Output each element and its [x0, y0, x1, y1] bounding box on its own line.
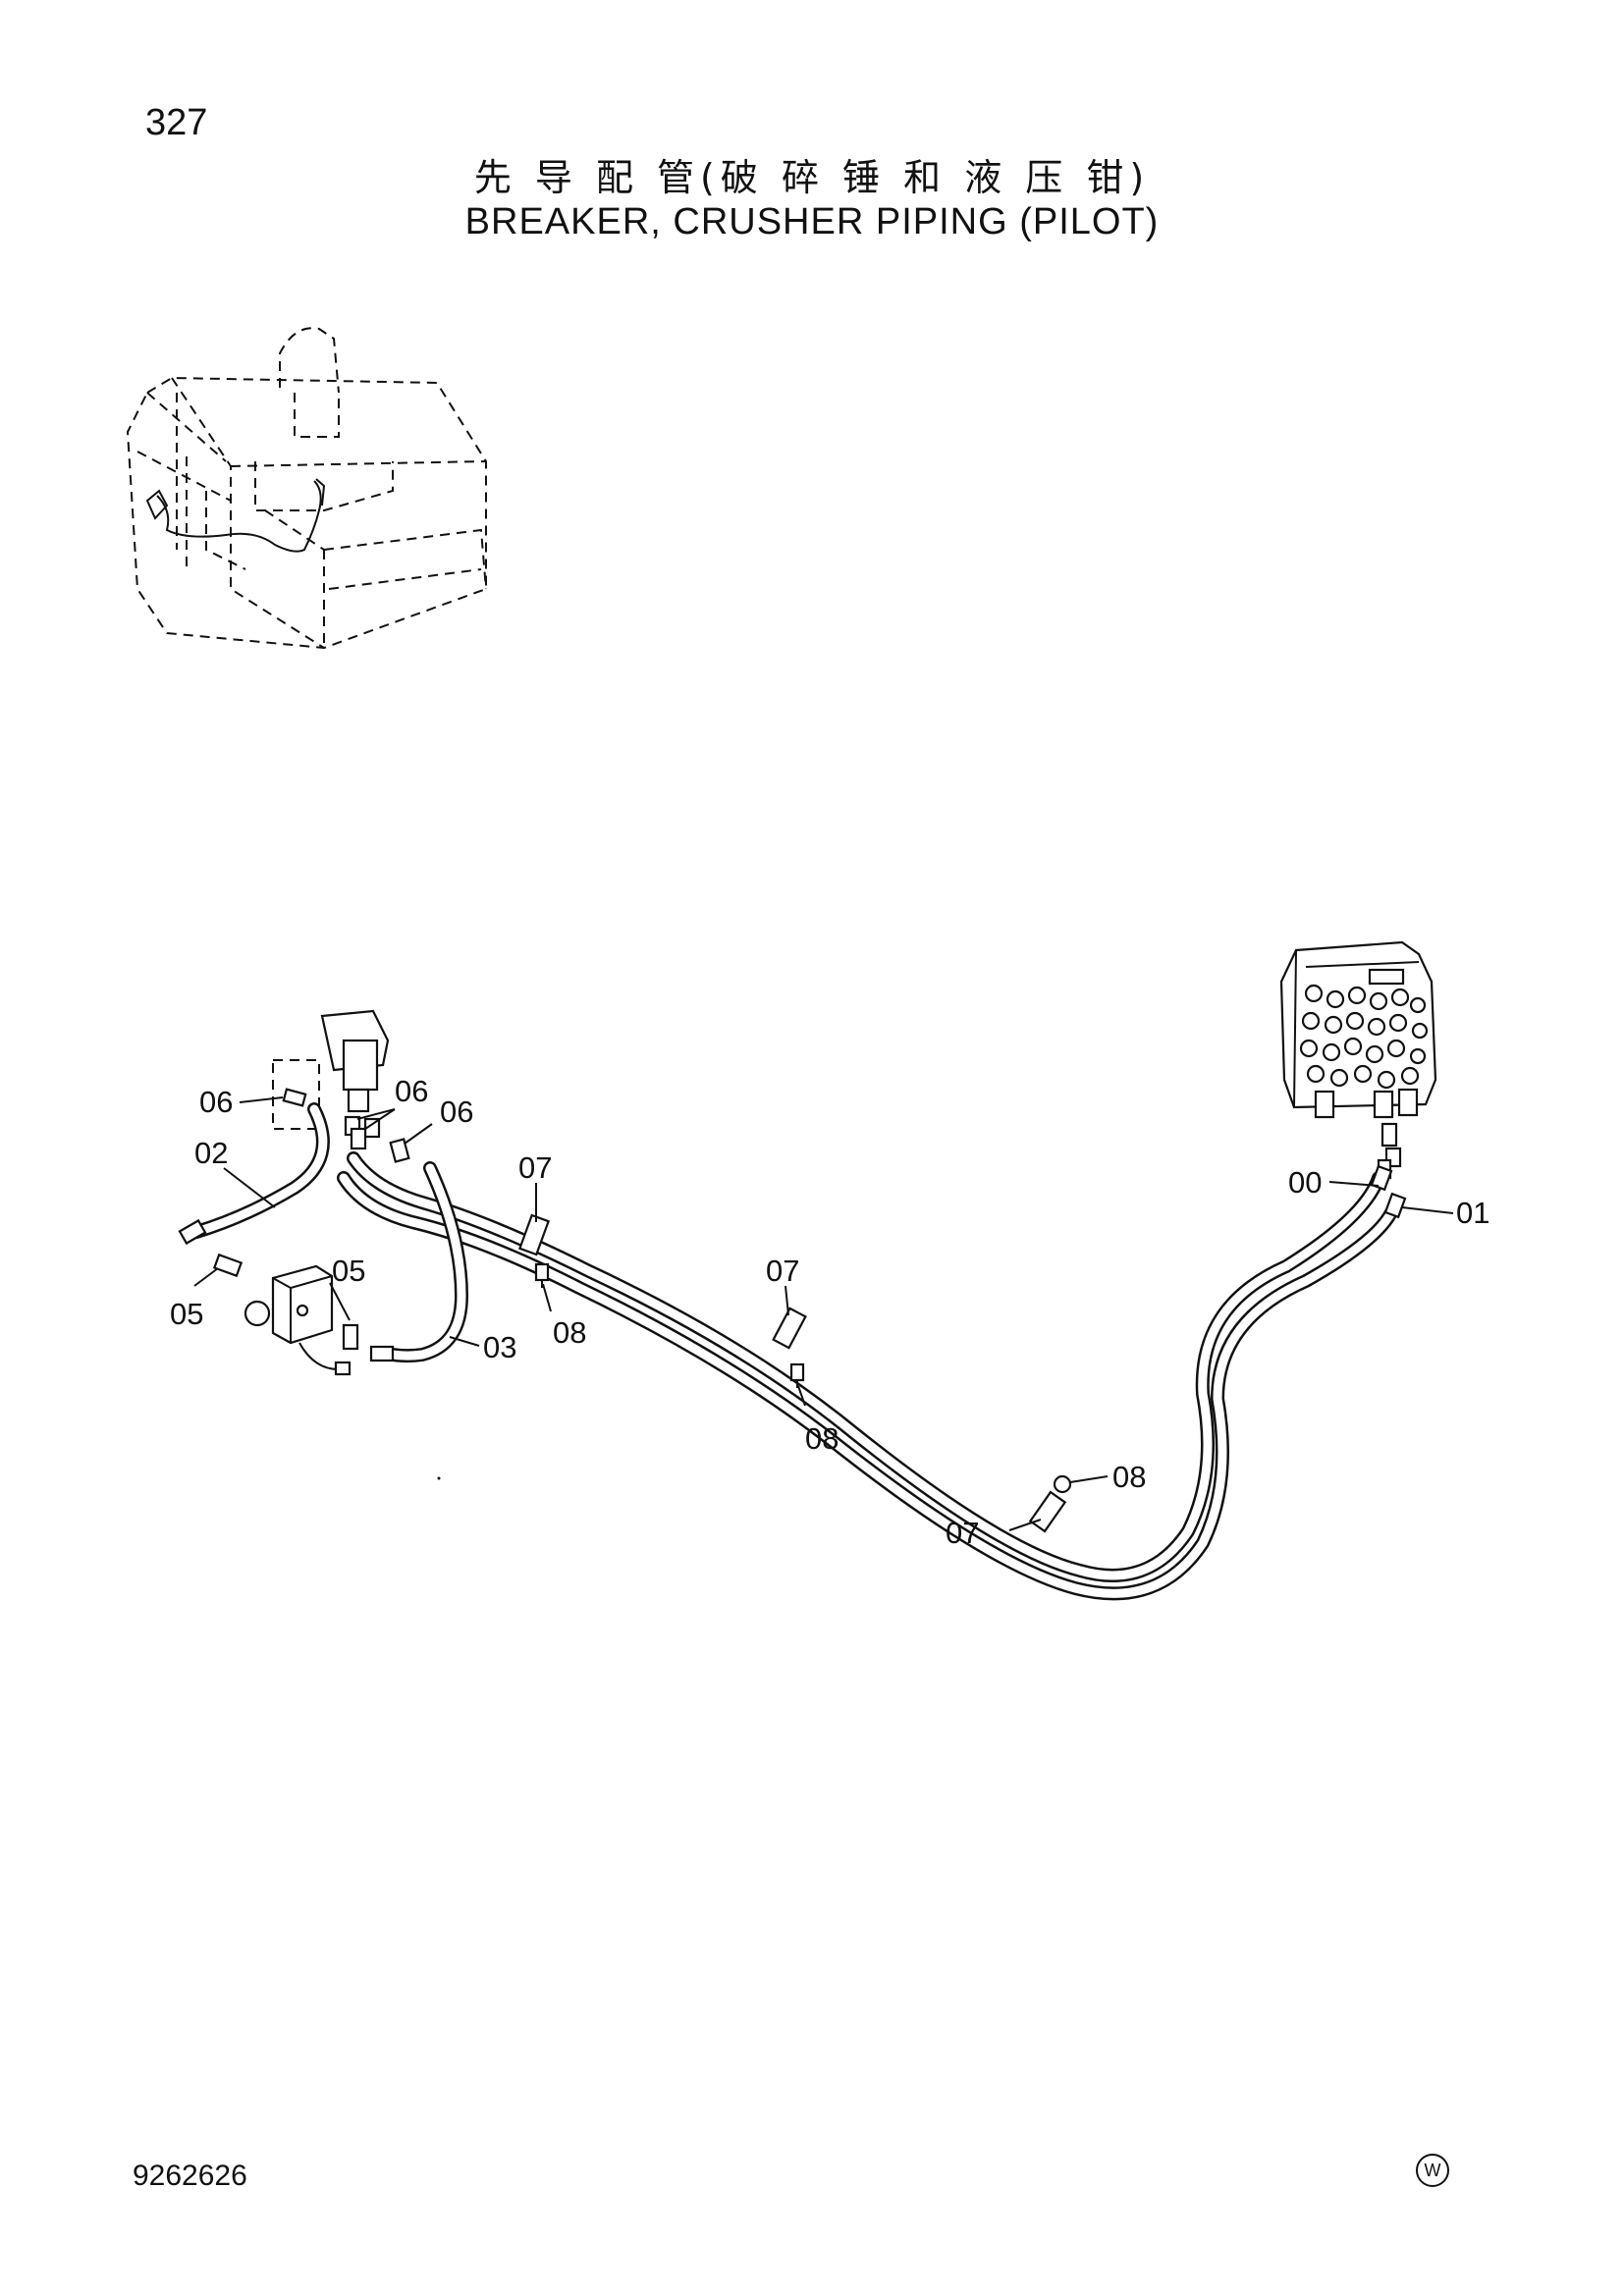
callout-07-a: 07 [518, 1150, 552, 1185]
callout-01: 01 [1456, 1196, 1489, 1230]
callout-07-b: 07 [766, 1254, 799, 1288]
title-english: BREAKER, CRUSHER PIPING (PILOT) [464, 201, 1160, 242]
clamp-07-a [517, 1213, 551, 1256]
clamp-07-b [772, 1307, 807, 1350]
bolt-08-c [1053, 1474, 1072, 1494]
main-pilot-hoses [337, 1151, 1407, 1601]
machine-location-overview [126, 327, 487, 650]
fitting-06-a [282, 1088, 307, 1107]
callout-08-a: 08 [553, 1315, 586, 1350]
clamp-07-c [1028, 1490, 1067, 1533]
page-number: 327 [145, 102, 208, 143]
pedal-switch-assembly [272, 1009, 390, 1139]
callout-05-b: 05 [332, 1254, 365, 1288]
hose-02 [178, 1102, 330, 1246]
fitting-05-b [342, 1323, 359, 1351]
callout-08-c: 08 [1112, 1460, 1146, 1494]
hose-03 [369, 1161, 469, 1363]
solenoid-valve-block [244, 1264, 352, 1376]
title-chinese: 先 导 配 管(破 碎 锤 和 液 压 钳) [473, 156, 1151, 199]
callout-06-a: 06 [199, 1085, 233, 1119]
bolt-08-b [789, 1362, 805, 1388]
document-code: 9262626 [133, 2160, 247, 2192]
callout-06-b: 06 [395, 1074, 428, 1108]
valve-port-grid [1299, 984, 1429, 1090]
callout-05-a: 05 [170, 1297, 203, 1331]
callout-08-b: 08 [805, 1421, 839, 1456]
callout-06-c: 06 [440, 1095, 473, 1129]
corner-mark: W [1416, 2154, 1449, 2187]
leader-lines [193, 1096, 1454, 1531]
callout-labels: 06 06 06 02 05 05 03 07 08 07 08 08 07 0… [170, 1074, 1489, 1550]
fitting-06-c [389, 1138, 410, 1163]
callout-02: 02 [194, 1136, 228, 1170]
pilot-valve-block [1279, 940, 1437, 1180]
fitting-06-b [350, 1127, 367, 1150]
callout-03: 03 [483, 1330, 516, 1364]
callout-00: 00 [1288, 1165, 1322, 1200]
bolt-08-a [534, 1262, 550, 1288]
callout-07-c: 07 [946, 1516, 979, 1550]
fitting-05-a [212, 1253, 244, 1278]
